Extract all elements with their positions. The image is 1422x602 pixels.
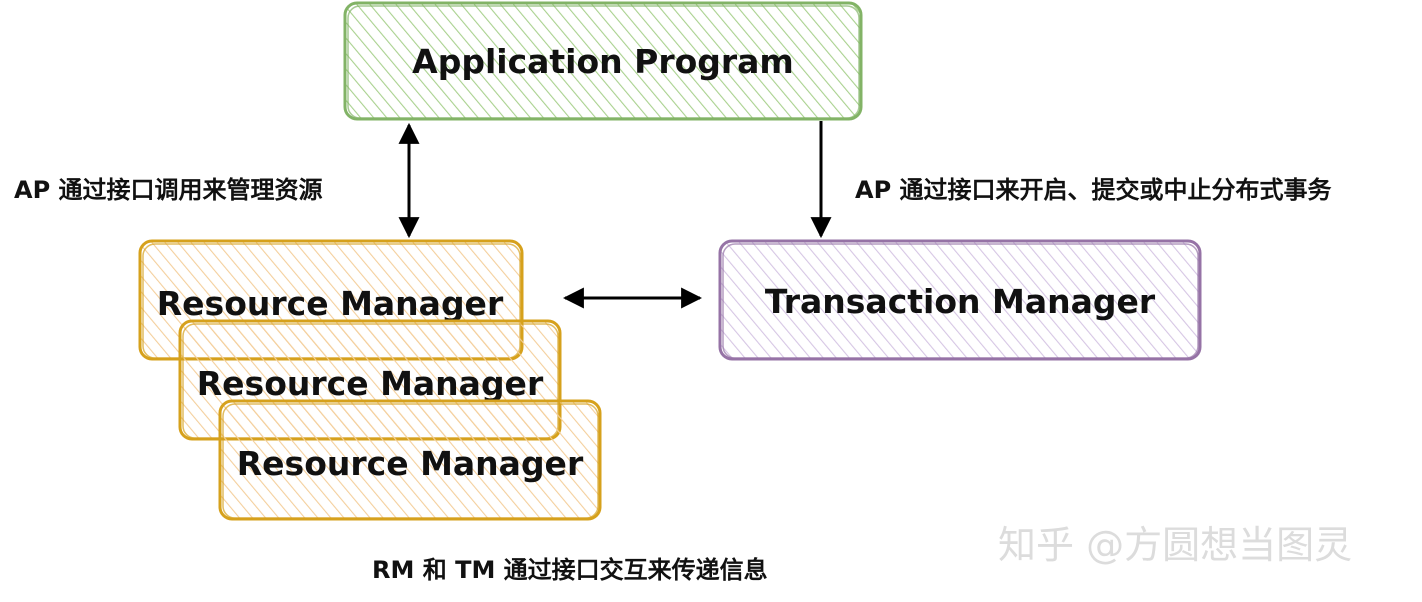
- ap-rm-edge-label: AP 通过接口调用来管理资源: [14, 176, 323, 204]
- application-program-label: Application Program: [412, 42, 794, 81]
- watermark-text: 知乎 @方圆想当图灵: [998, 523, 1352, 567]
- resource-manager-label-1: Resource Manager: [157, 284, 504, 323]
- resource-manager-label-3: Resource Manager: [237, 444, 584, 483]
- rm-tm-edge-label: RM 和 TM 通过接口交互来传递信息: [372, 556, 768, 584]
- resource-manager-node-3: Resource Manager: [218, 399, 602, 521]
- transaction-manager-label: Transaction Manager: [765, 282, 1156, 321]
- resource-manager-box-3: [218, 399, 602, 521]
- resource-manager-label-2: Resource Manager: [197, 364, 544, 403]
- transaction-manager-node: Transaction Manager: [718, 239, 1202, 361]
- application-program-node: Application Program: [343, 1, 863, 121]
- application-program-box: [343, 1, 863, 121]
- transaction-manager-box: [718, 239, 1202, 361]
- ap-tm-edge-label: AP 通过接口来开启、提交或中止分布式事务: [855, 176, 1333, 204]
